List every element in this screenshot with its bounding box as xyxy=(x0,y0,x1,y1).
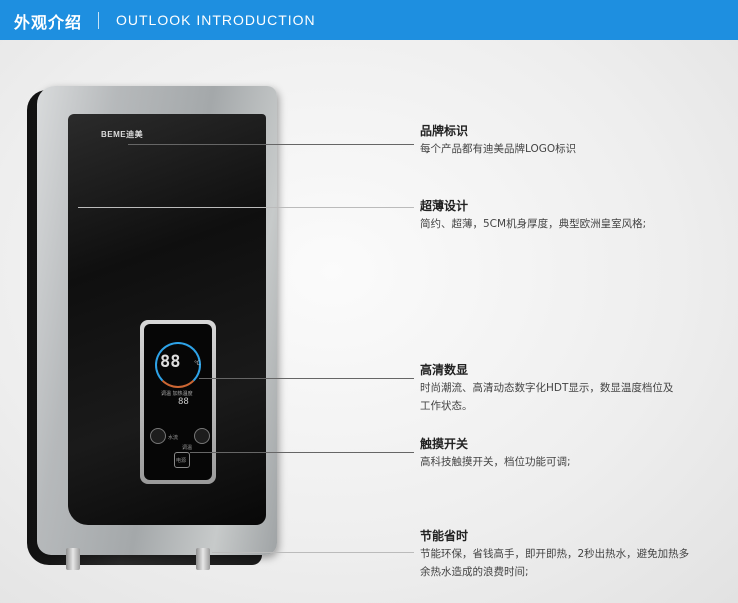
display-unit: ℃ xyxy=(194,360,201,367)
callout-line-brand xyxy=(128,144,414,145)
feature-desc-touch: 高科技触摸开关，档位功能可调; xyxy=(420,456,571,468)
display-screen: 88 ℃ 调温 加热温度 88 水流 调温 电源 xyxy=(144,324,212,480)
header-divider xyxy=(98,12,99,29)
display-small-labels: 调温 加热温度 xyxy=(161,391,193,397)
feature-desc-brand: 每个产品都有迪美品牌LOGO标识 xyxy=(420,143,577,155)
feature-title-thin: 超薄设计 xyxy=(420,199,469,213)
feature-title-display: 高清数显 xyxy=(420,363,469,377)
power-button-label: 电源 xyxy=(176,458,187,464)
brand-logo: BEME迪美 xyxy=(101,130,144,139)
callout-line-display xyxy=(199,378,414,379)
callout-line-thin xyxy=(78,207,414,208)
feature-title-touch: 触摸开关 xyxy=(420,437,469,451)
power-touch-button[interactable]: 电源 xyxy=(174,452,190,468)
flow-button-label: 水流 xyxy=(168,435,179,441)
feature-desc-thin: 简约、超薄，5CM机身厚度，典型欧洲皇室风格; xyxy=(420,218,647,230)
feature-desc-energy: 节能环保，省钱高手，即开即热，2秒出热水，避免加热多余热水造成的浪费时间; xyxy=(420,548,690,578)
header-bar: 外观介绍 OUTLOOK INTRODUCTION xyxy=(0,0,738,40)
temp-button-label: 调温 xyxy=(182,445,193,451)
display-small-digits: 88 xyxy=(178,397,189,407)
callout-line-touch xyxy=(190,452,414,453)
water-outlet-pipe xyxy=(196,548,210,570)
display-main-digits: 88 xyxy=(160,352,181,372)
feature-title-energy: 节能省时 xyxy=(420,529,469,543)
feature-title-brand: 品牌标识 xyxy=(420,124,469,138)
section-title-en: OUTLOOK INTRODUCTION xyxy=(116,12,316,28)
temperature-ring-icon xyxy=(155,342,201,388)
feature-desc-display: 时尚潮流、高清动态数字化HDT显示，数显温度档位及工作状态。 xyxy=(420,382,674,412)
flow-touch-button[interactable] xyxy=(150,428,166,444)
section-title-cn: 外观介绍 xyxy=(14,13,83,32)
temp-touch-button[interactable] xyxy=(194,428,210,444)
callout-line-energy xyxy=(212,552,414,553)
control-panel: 88 ℃ 调温 加热温度 88 水流 调温 电源 xyxy=(140,320,216,484)
water-inlet-pipe xyxy=(66,548,80,570)
